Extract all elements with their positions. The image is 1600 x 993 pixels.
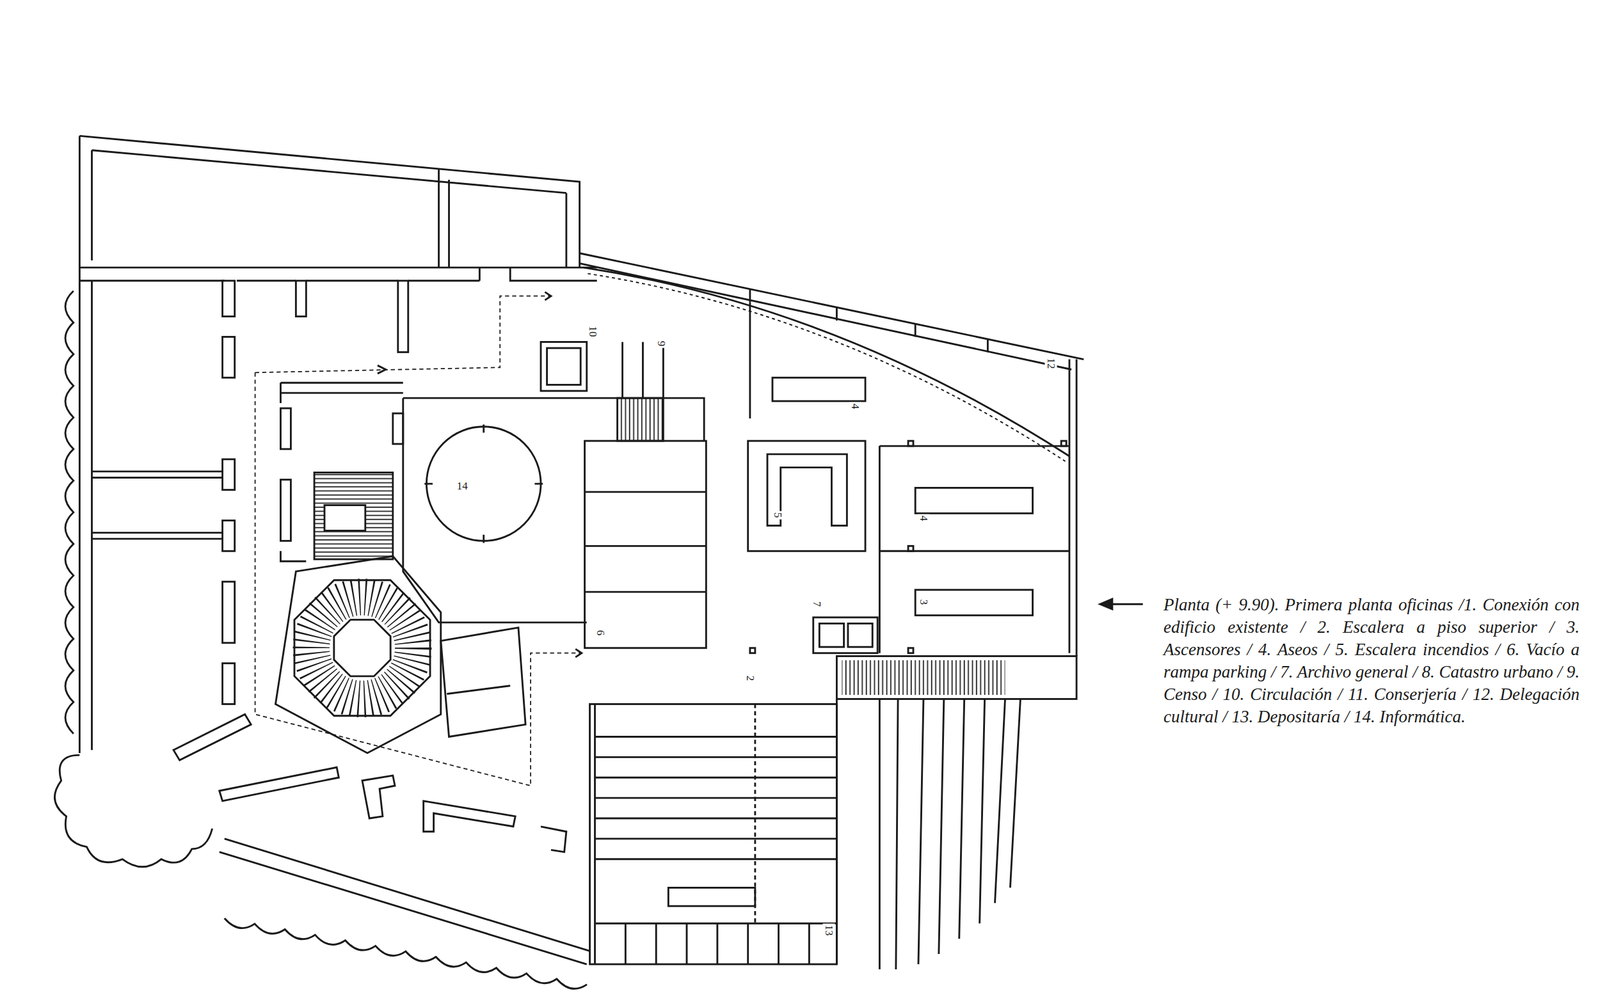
callout-number: 3 (917, 597, 930, 607)
callout-number: 2 (743, 674, 756, 683)
callout-number: 4 (917, 514, 930, 523)
callout-number: 13 (822, 924, 835, 938)
callout-number: 9 (655, 339, 668, 349)
callout-number: 4 (849, 401, 862, 411)
callout-number: 14 (455, 479, 470, 492)
callout-number: 5 (771, 511, 784, 520)
callout-number: 6 (593, 628, 607, 637)
callout-number: 12 (1045, 356, 1058, 370)
callout-number: 10 (586, 325, 600, 339)
caption: Planta (+ 9.90). Primera planta oficinas… (1163, 593, 1580, 729)
callout-number: 7 (810, 600, 823, 609)
